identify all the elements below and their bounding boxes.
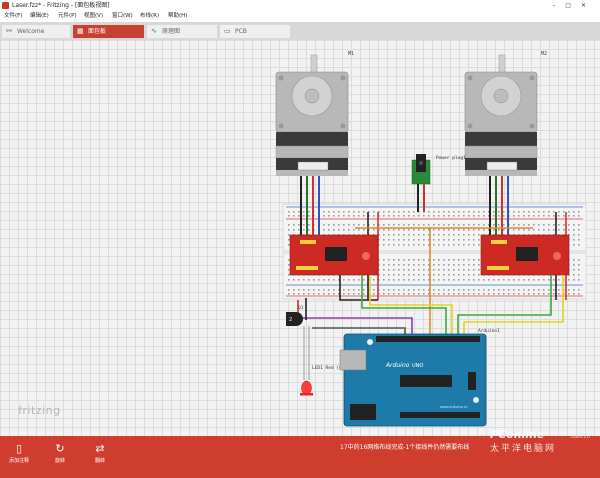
fritzing-logo: fritzing — [18, 404, 61, 417]
watermark-cn: 太平洋电脑网 — [490, 444, 557, 454]
welcome-icon: ⚯ — [6, 27, 12, 35]
transistor-q1[interactable]: 2 — [286, 312, 303, 326]
pconline-watermark: PConline 太平洋电脑网 .com.cn — [490, 428, 590, 454]
fritzing-app-icon — [2, 2, 9, 9]
rotate-icon: ↻ — [55, 442, 65, 455]
stepper-driver-2[interactable] — [480, 234, 570, 276]
svg-text:2: 2 — [289, 317, 292, 323]
stepper-driver-1[interactable] — [289, 234, 379, 276]
arduino-label: Arduino1 — [478, 328, 500, 334]
menu-view[interactable]: 视图(V) — [84, 13, 104, 19]
menu-help[interactable]: 帮助(H) — [168, 13, 188, 19]
tab-pcb[interactable]: ▭ PCB — [220, 25, 290, 38]
menu-part[interactable]: 元件(P) — [58, 13, 77, 19]
power-plug[interactable] — [411, 154, 431, 185]
m2-label: M2 — [541, 51, 547, 57]
add-note-label: 添加注释 — [8, 458, 29, 464]
arduino-model: UNO — [412, 363, 423, 369]
view-tab-bar: ⚯ Welcome ▦ 面包板 ∿ 原理图 ▭ PCB — [0, 22, 600, 42]
tab-breadboard-label: 面包板 — [88, 28, 107, 35]
breadboard-canvas[interactable]: M1 M2 Power plug1 — [0, 40, 600, 436]
breadboard-icon: ▦ — [77, 27, 84, 35]
title-bar: Laser.fzz* - Fritzing - [面包板视图] –□✕ — [0, 0, 600, 11]
watermark-brand: PConline — [490, 428, 545, 441]
stepper-motor-m1[interactable] — [275, 54, 349, 176]
tab-welcome-label: Welcome — [17, 28, 45, 35]
power-plug-label: Power plug1 — [436, 155, 466, 161]
tab-schematic[interactable]: ∿ 原理图 — [147, 25, 217, 38]
stepper-motor-m2[interactable] — [464, 54, 538, 176]
tab-breadboard[interactable]: ▦ 面包板 — [73, 25, 144, 38]
circuit-svg[interactable]: M1 M2 Power plug1 — [0, 40, 600, 436]
rotate-label: 旋转 — [54, 458, 65, 464]
menu-window[interactable]: 窗口(W) — [112, 13, 133, 19]
note-icon: ▯ — [15, 442, 23, 455]
arduino-brand: Arduino — [385, 362, 410, 369]
q1-label: Q1 — [298, 305, 304, 311]
arduino-uno[interactable] — [339, 333, 487, 427]
menu-file[interactable]: 文件(F) — [4, 13, 23, 19]
routing-status: 17中的16网络布线完成-1个接线件仍然需要布线 — [340, 444, 470, 451]
flip-label: 翻转 — [94, 458, 105, 464]
window-title: Laser.fzz* - Fritzing - [面包板视图] — [12, 2, 110, 9]
menu-edit[interactable]: 编辑(E) — [30, 13, 49, 19]
arduino-web: www.arduino.cc — [440, 405, 468, 409]
rotate-button[interactable]: ↻ 旋转 — [48, 436, 72, 478]
flip-icon: ⇄ — [95, 442, 105, 455]
tab-schematic-label: 原理图 — [162, 28, 181, 35]
window-controls[interactable]: –□✕ — [552, 2, 596, 9]
menu-routing[interactable]: 布线(R) — [140, 13, 160, 19]
signal-wires — [297, 275, 564, 335]
flip-button[interactable]: ⇄ 翻转 — [88, 436, 112, 478]
tab-pcb-label: PCB — [235, 28, 247, 35]
watermark-site: .com.cn — [570, 434, 590, 440]
add-note-button[interactable]: ▯ 添加注释 — [6, 436, 32, 478]
led-label: LED1 Red (633nm) — [312, 365, 355, 371]
m1-label: M1 — [348, 51, 354, 57]
schematic-icon: ∿ — [151, 27, 157, 35]
led-red[interactable] — [300, 326, 313, 396]
tab-welcome[interactable]: ⚯ Welcome — [2, 25, 70, 38]
bottom-toolbar: ▯ 添加注释 ↻ 旋转 ⇄ 翻转 — [0, 436, 600, 478]
pcb-icon: ▭ — [224, 27, 231, 35]
